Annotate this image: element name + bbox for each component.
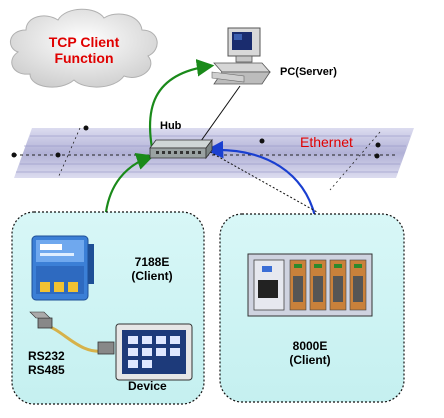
cloud-line1: TCP Client	[48, 34, 120, 50]
device-icon	[115, 323, 193, 381]
ethernet-band	[11, 125, 414, 191]
device-label: Device	[128, 379, 167, 393]
client-8000e-role: (Client)	[289, 352, 331, 367]
node-dot	[55, 152, 61, 158]
client-8000e-label: 8000E (Client)	[270, 339, 350, 368]
cloud-shape	[10, 8, 158, 88]
ethernet-label: Ethernet	[300, 134, 353, 150]
cloud-line2: Function	[54, 50, 114, 67]
pc-label: PC(Server)	[280, 66, 337, 78]
serial-line2: RS485	[28, 362, 65, 377]
node-dot	[374, 153, 380, 159]
pc-cable	[195, 85, 241, 149]
green-link-pc	[148, 59, 215, 149]
hub-label: Hub	[160, 120, 182, 132]
module-7188e-icon	[31, 235, 94, 301]
hub-to-8000e-cable	[209, 151, 318, 213]
cloud-title: TCP Client Function	[36, 34, 132, 66]
node-dot	[259, 138, 265, 144]
node-dot	[83, 125, 89, 131]
node-dot	[375, 142, 381, 148]
client-7188e-name: 7188E	[134, 255, 170, 269]
serial-label: RS232 RS485	[28, 349, 65, 378]
client-7188e-role: (Client)	[131, 268, 173, 283]
hub-icon	[149, 138, 213, 160]
green-link-7188e	[104, 153, 155, 213]
module-8000e-icon	[247, 253, 373, 317]
node-dot	[11, 152, 17, 158]
client-7188e-label: 7188E (Client)	[116, 255, 188, 284]
blue-link-8000e	[205, 140, 317, 217]
client-8000e-name: 8000E	[292, 339, 328, 353]
pc-server-icon	[211, 27, 271, 85]
serial-cable-icon	[29, 311, 115, 355]
serial-line1: RS232	[28, 349, 65, 363]
